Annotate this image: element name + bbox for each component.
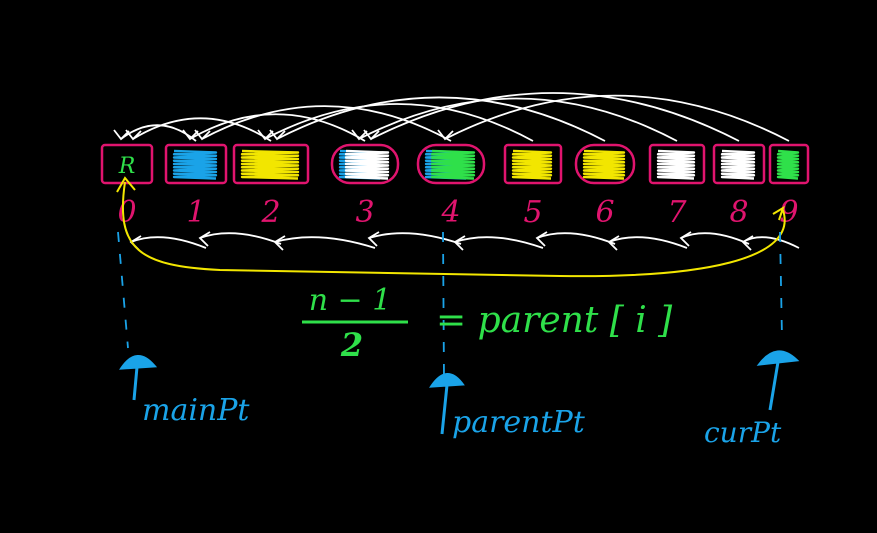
cell-border [574,143,636,185]
arrow-head [741,235,754,251]
cell-fill-scribble [240,149,300,180]
parent-arrow [437,94,790,142]
cell-index-label: 8 [729,195,748,230]
pointer-pin-icon [429,373,465,435]
arrow-head [182,129,199,141]
array-cell: 6 [574,143,636,230]
arrow-head [363,129,380,141]
cell-border [164,143,228,185]
parent-arrow [351,97,678,142]
arrow-head [607,235,620,251]
sibling-arrow [453,235,544,251]
main-to-cur-path [121,181,786,278]
array-cell: 4 [416,143,486,230]
array-cell: 8 [712,143,766,230]
arrow-head [679,231,692,247]
array-cell: 2 [232,143,310,230]
cell-fill-scribble [720,149,756,180]
cell-fill-scribble [172,149,218,180]
cell-border [648,143,706,185]
parent-arrow [257,103,534,142]
main-path-arrow-head [116,176,136,193]
sibling-arrow [679,231,750,247]
sibling-arrow [273,235,376,251]
cell-fill-scribble [511,149,553,180]
cell-index-label: 0 [117,195,136,230]
sibling-arrow [741,235,800,251]
sibling-arrow [607,235,688,251]
arrow-head [269,129,286,141]
sibling-arrow [367,231,462,247]
arrow-head [351,129,368,141]
arrow-head [198,231,211,247]
cell-fill-scribble [344,149,390,180]
parent-formula: n − 1 2 = parent [ i ] [302,283,673,364]
pointer-dashed-guides [117,231,783,381]
dashed-guide [117,231,129,349]
array-cell: 9 [768,143,810,230]
arrow-head [194,129,211,141]
cell-border [712,143,766,185]
cell-fill-scribble [656,149,696,180]
parent-arrow [363,92,740,142]
sibling-arrow [198,231,282,247]
cell-border [503,143,563,185]
pointer-pin-icon [119,355,158,401]
formula-rhs: = parent [ i ] [436,300,673,341]
sibling-arrow [535,231,616,247]
array-cell: 5 [503,143,563,230]
cell-index-label: 5 [523,195,542,230]
cell-border [232,143,310,185]
arrow-head [257,129,274,141]
array-cell: 1 [164,143,228,230]
parent-child-arrows-top [113,92,790,142]
arrow-head [367,231,380,247]
sibling-arrow [129,235,207,251]
parent-arrow [182,113,366,142]
arrow-head [113,129,130,141]
main-path-arrow-head [772,205,785,221]
arrow-head [437,129,454,141]
cell-border [416,143,486,185]
arrow-head [453,235,466,251]
arrow-head [535,231,548,247]
parent-arrow [125,117,272,142]
main-pointer-label: mainPt [142,393,250,428]
cell-index-label: 7 [667,195,687,230]
cell-index-label: 4 [440,195,460,230]
main-pointer: mainPt [119,355,250,428]
cur-pointer: curPt [704,350,800,449]
arrow-head [273,235,286,251]
cell-fill-scribble [776,149,800,180]
cell-index-label: 3 [355,195,374,230]
formula-numerator: n − 1 [309,283,392,318]
parent-child-arrows-bottom [129,231,800,251]
formula-denominator: 2 [340,326,363,364]
cell-border [768,143,810,185]
parent-arrow [194,105,452,142]
dashed-guide [779,231,783,339]
parent-pointer-label: parentPt [452,405,586,440]
cell-fill-scribble [582,149,626,180]
cell-border [100,143,154,185]
array-cell: 3 [330,143,400,230]
arrow-head [125,129,142,141]
cell-fill-scribble [430,149,476,180]
pointer-pin-icon [756,350,800,411]
parent-pointer: parentPt [429,373,586,440]
cell-index-label: 1 [186,195,205,230]
dashed-guide [442,231,445,381]
array-cell: 7 [648,143,706,230]
root-label: R [118,154,136,179]
cell-index-label: 2 [260,195,280,230]
cell-border [330,143,400,185]
cell-index-label: 6 [595,195,614,230]
cur-pointer-label: curPt [704,416,782,449]
parent-arrow [269,96,606,142]
